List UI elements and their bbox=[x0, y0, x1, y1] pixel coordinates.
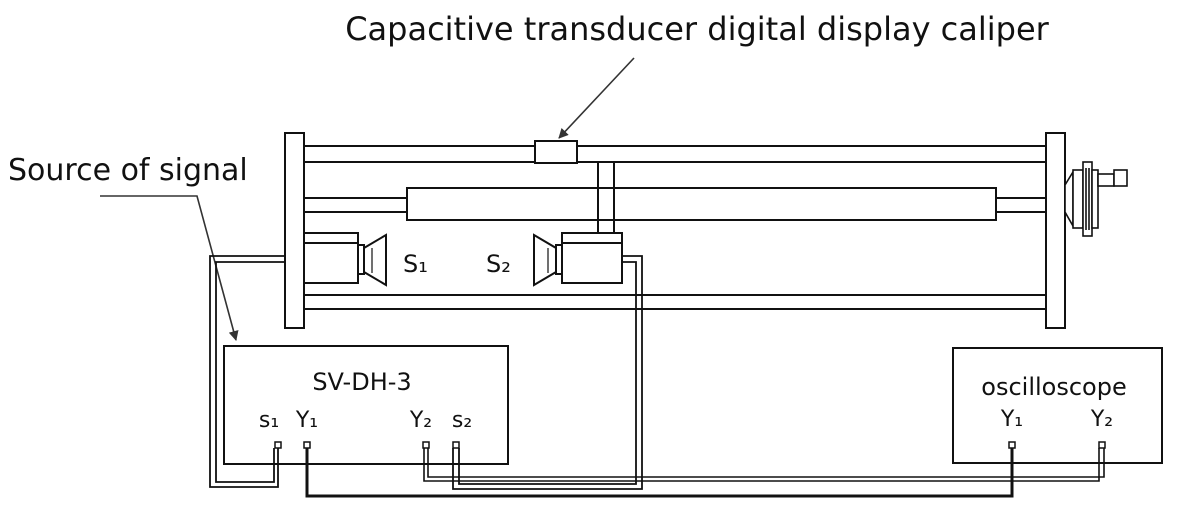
oscilloscope-title: oscilloscope bbox=[981, 373, 1126, 401]
cable-s2-to-generator bbox=[452, 255, 643, 490]
caliper-pointer-arrow bbox=[558, 57, 635, 139]
source-label: Source of signal bbox=[8, 153, 248, 188]
bottom-rail bbox=[301, 294, 1049, 310]
generator-terminal-s2: s₂ bbox=[452, 408, 472, 433]
cable-s1-to-generator bbox=[209, 255, 285, 488]
generator-title: SV-DH-3 bbox=[312, 368, 411, 396]
left-end-post bbox=[284, 132, 305, 329]
caliper-slider-head bbox=[534, 140, 578, 164]
transducer-s1-label: S₁ bbox=[403, 250, 428, 278]
top-rail bbox=[301, 145, 1049, 163]
rail-frame bbox=[284, 132, 1066, 329]
source-pointer-arrow bbox=[100, 195, 239, 341]
oscilloscope-box bbox=[952, 347, 1163, 464]
caliper-label: Capacitive transducer digital display ca… bbox=[345, 10, 1049, 48]
caliper-slider bbox=[534, 140, 615, 233]
transducer-s2-label: S₂ bbox=[486, 250, 511, 278]
signal-generator-box bbox=[223, 345, 509, 465]
cable-y2 bbox=[423, 448, 1105, 482]
generator-terminal-s1: s₁ bbox=[259, 408, 279, 433]
scale-bar bbox=[406, 187, 997, 221]
generator-terminal-y1: Y₁ bbox=[295, 408, 318, 433]
oscilloscope-terminal-y2: Y₂ bbox=[1090, 407, 1113, 432]
terminal-connectors bbox=[274, 441, 1106, 449]
micrometer-knob bbox=[1064, 161, 1128, 237]
transducer-s2 bbox=[533, 232, 623, 287]
transducer-s1 bbox=[303, 232, 387, 287]
oscilloscope-terminal-y1: Y₁ bbox=[1000, 407, 1023, 432]
cable-y1 bbox=[305, 448, 1014, 498]
generator-terminal-y2: Y₂ bbox=[409, 408, 432, 433]
right-end-post bbox=[1045, 132, 1066, 329]
